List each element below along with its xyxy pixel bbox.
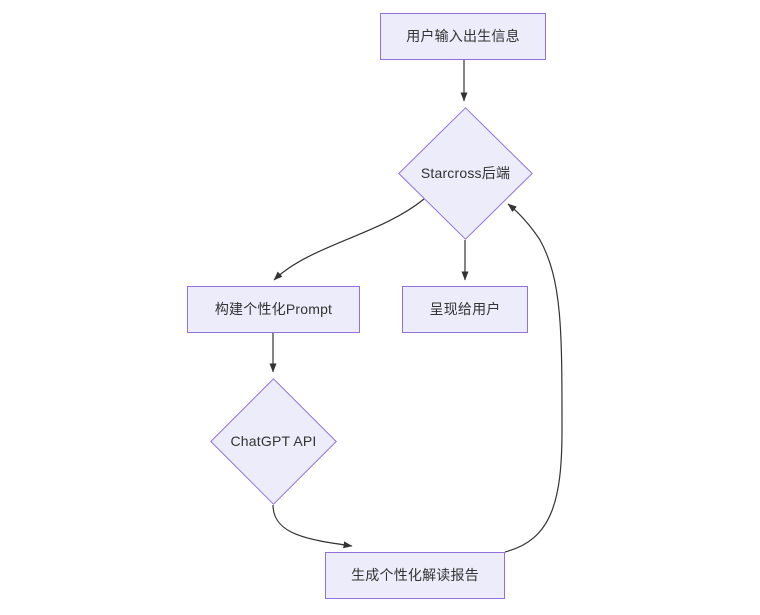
flow-node-input[interactable]: 用户输入出生信息 xyxy=(380,13,546,60)
flow-node-backend[interactable]: Starcross后端 xyxy=(398,107,533,240)
flow-node-label: 用户输入出生信息 xyxy=(406,28,520,45)
diamond-shape-icon xyxy=(398,107,533,240)
flow-node-present[interactable]: 呈现给用户 xyxy=(402,286,528,333)
flow-edge xyxy=(273,198,425,281)
flow-edge xyxy=(272,504,353,549)
diamond-shape-icon xyxy=(210,378,337,505)
flow-node-chatgpt[interactable]: ChatGPT API xyxy=(210,378,337,505)
flow-node-label: 构建个性化Prompt xyxy=(214,301,333,318)
flow-node-label: 呈现给用户 xyxy=(429,301,501,318)
flow-node-report[interactable]: 生成个性化解读报告 xyxy=(325,552,505,599)
flow-node-prompt[interactable]: 构建个性化Prompt xyxy=(187,286,360,333)
flow-edge xyxy=(504,203,563,553)
flow-node-label: 生成个性化解读报告 xyxy=(351,567,479,584)
